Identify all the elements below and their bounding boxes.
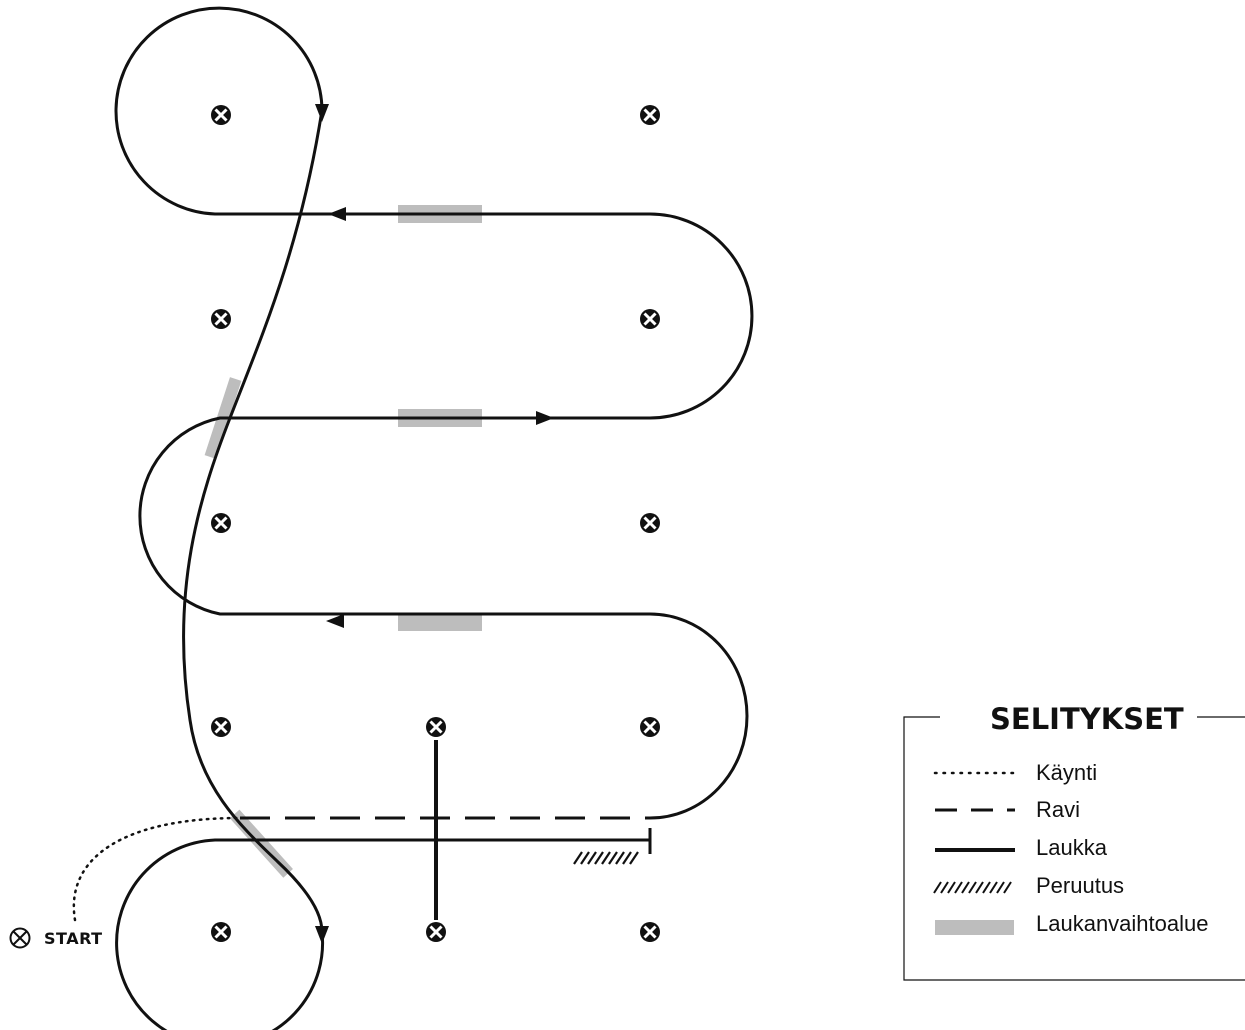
cone-icon <box>209 920 233 944</box>
start-label: START <box>44 929 103 948</box>
cone-icon <box>424 920 448 944</box>
start-marker: START <box>9 927 103 949</box>
arrow-down-icon <box>315 926 329 944</box>
legend-item-trot: Ravi <box>935 797 1080 822</box>
cone-icon <box>638 307 662 331</box>
cone-icon <box>424 715 448 739</box>
cone-icon <box>209 511 233 535</box>
cone-icon <box>638 715 662 739</box>
legend-label: Laukanvaihtoalue <box>1036 911 1208 936</box>
cone-icon <box>638 103 662 127</box>
start-icon <box>9 927 31 949</box>
cone-icon <box>209 103 233 127</box>
legend-title: SELITYKSET <box>990 702 1184 736</box>
legend-label: Ravi <box>1036 797 1080 822</box>
cone-icon <box>209 715 233 739</box>
lead-change-zones <box>204 205 482 878</box>
lead-change-swatch <box>935 920 1014 935</box>
arrow-left-icon <box>328 207 346 221</box>
legend-item-canter: Laukka <box>935 835 1108 860</box>
legend-item-lead-change: Laukanvaihtoalue <box>935 911 1208 936</box>
legend: SELITYKSET Käynti Ravi Laukka <box>903 702 1245 981</box>
lead-change-zone <box>398 613 482 631</box>
arrow-left-icon <box>326 614 344 628</box>
cone-icon <box>209 307 233 331</box>
backup-hatch <box>573 851 639 865</box>
walk-path <box>72 816 242 922</box>
backup-swatch <box>933 881 1012 894</box>
arrow-right-icon <box>536 411 554 425</box>
legend-label: Laukka <box>1036 835 1108 860</box>
legend-item-backup: Peruutus <box>933 873 1124 898</box>
legend-item-walk: Käynti <box>933 760 1097 785</box>
legend-label: Käynti <box>1036 760 1097 785</box>
legend-frame <box>903 716 1245 981</box>
arrow-down-icon <box>315 104 329 122</box>
direction-arrows <box>315 104 554 944</box>
legend-label: Peruutus <box>1036 873 1124 898</box>
canter-path <box>114 6 754 1030</box>
cone-icon <box>638 511 662 535</box>
cone-icon <box>638 920 662 944</box>
